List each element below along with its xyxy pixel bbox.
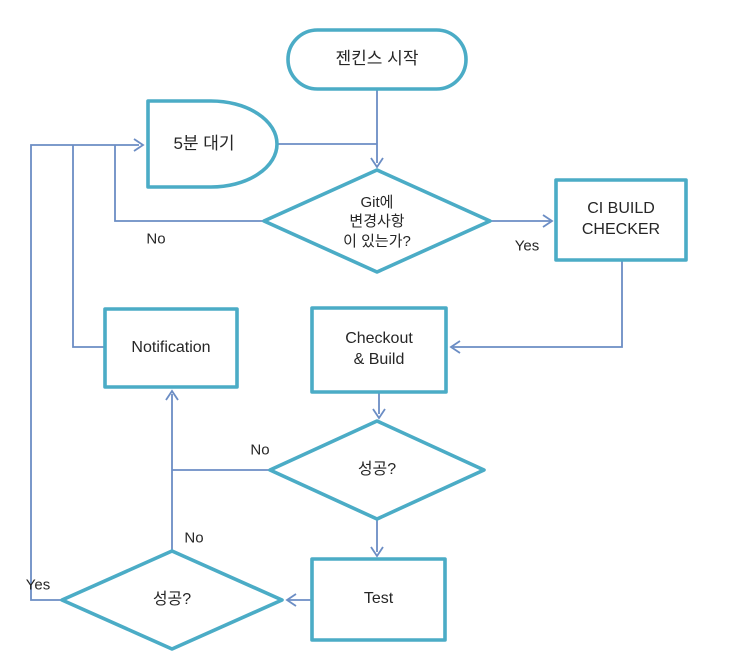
arrowhead-success2-icon (285, 593, 297, 607)
arrowhead-success1-icon (372, 408, 386, 420)
checkout-build-process-shape (310, 306, 448, 394)
arrowhead-git-top-icon (370, 157, 384, 169)
arrowhead-ci-icon (542, 214, 554, 228)
arrowhead-notification-icon (165, 389, 179, 401)
wait-delay-shape (146, 99, 279, 189)
connector-ci-to-checkout (453, 261, 623, 348)
test-process-shape (310, 557, 447, 642)
connector-success2-yes-to-wait (30, 144, 139, 601)
build-success-decision-shape (268, 419, 486, 521)
arrowhead-wait-icon (133, 138, 145, 152)
start-terminator-shape (286, 28, 468, 91)
ci-build-checker-process-shape (554, 178, 688, 262)
arrowhead-test-icon (370, 546, 384, 558)
notification-process-shape (103, 307, 239, 389)
connector-notification-to-wait (72, 145, 105, 348)
test-success-decision-shape (60, 549, 284, 651)
connector-git-no-to-wait (114, 145, 264, 222)
arrowhead-checkout-icon (449, 340, 461, 354)
git-decision-shape (262, 168, 492, 274)
